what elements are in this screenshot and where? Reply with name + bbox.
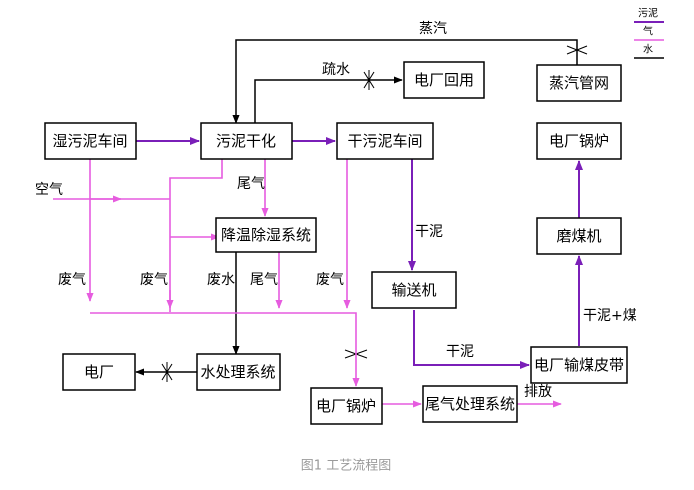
legend: 污泥 气 水 bbox=[634, 7, 664, 59]
svg-text:电厂锅炉: 电厂锅炉 bbox=[549, 132, 609, 150]
label-waste-gas-2: 废气 bbox=[140, 272, 168, 288]
valve-drain bbox=[363, 70, 375, 90]
box-conveyor: 输送机 bbox=[371, 271, 457, 309]
label-drain-water: 疏水 bbox=[322, 62, 350, 78]
gas-header-to-boiler bbox=[90, 312, 360, 387]
box-wet-sludge-workshop: 湿污泥车间 bbox=[44, 122, 137, 160]
svg-text:蒸汽管网: 蒸汽管网 bbox=[549, 74, 609, 92]
legend-gas-label: 气 bbox=[643, 25, 653, 38]
box-tail-gas-treatment: 尾气处理系统 bbox=[422, 385, 518, 423]
label-tail-gas-1: 尾气 bbox=[237, 176, 265, 192]
svg-text:电厂回用: 电厂回用 bbox=[414, 71, 474, 89]
box-plant-reuse: 电厂回用 bbox=[403, 61, 485, 99]
valve-water bbox=[161, 362, 173, 382]
label-dry-sludge-2: 干泥 bbox=[446, 344, 474, 360]
label-sludge-coal: 干泥+煤 bbox=[583, 308, 637, 324]
label-air: 空气 bbox=[35, 182, 63, 198]
legend-water-label: 水 bbox=[643, 44, 653, 56]
svg-text:电厂: 电厂 bbox=[84, 363, 114, 381]
label-waste-water: 废水 bbox=[207, 272, 235, 288]
svg-text:电厂输煤皮带: 电厂输煤皮带 bbox=[534, 356, 624, 374]
svg-text:输送机: 输送机 bbox=[391, 281, 436, 299]
svg-text:尾气处理系统: 尾气处理系统 bbox=[425, 395, 515, 413]
valve-steam bbox=[566, 44, 588, 56]
svg-text:降温除湿系统: 降温除湿系统 bbox=[221, 226, 311, 244]
svg-text:干污泥车间: 干污泥车间 bbox=[347, 132, 422, 150]
label-tail-gas-2: 尾气 bbox=[250, 272, 278, 288]
svg-text:电厂锅炉: 电厂锅炉 bbox=[316, 397, 376, 415]
box-power-plant: 电厂 bbox=[62, 353, 136, 391]
figure-caption: 图1 工艺流程图 bbox=[301, 459, 391, 474]
box-coal-belt: 电厂输煤皮带 bbox=[530, 346, 628, 384]
svg-text:水处理系统: 水处理系统 bbox=[200, 363, 275, 381]
box-plant-boiler-top: 电厂锅炉 bbox=[536, 122, 622, 160]
box-plant-boiler-bottom: 电厂锅炉 bbox=[310, 387, 383, 425]
label-steam: 蒸汽 bbox=[419, 21, 447, 37]
drying-vent-line bbox=[169, 159, 223, 312]
svg-text:磨煤机: 磨煤机 bbox=[556, 227, 601, 245]
box-sludge-drying: 污泥干化 bbox=[200, 122, 293, 160]
label-dry-sludge-1: 干泥 bbox=[415, 224, 443, 240]
label-waste-gas-1: 废气 bbox=[58, 272, 86, 288]
legend-sludge-label: 污泥 bbox=[638, 7, 658, 20]
svg-text:污泥干化: 污泥干化 bbox=[216, 132, 276, 150]
box-water-treatment: 水处理系统 bbox=[196, 353, 281, 391]
box-dry-sludge-workshop: 干污泥车间 bbox=[336, 122, 434, 160]
sludge-conveyor-to-belt bbox=[413, 310, 530, 369]
svg-text:湿污泥车间: 湿污泥车间 bbox=[52, 132, 127, 150]
box-cooling-dehumidify: 降温除湿系统 bbox=[215, 217, 317, 253]
box-steam-network: 蒸汽管网 bbox=[536, 64, 622, 102]
box-coal-mill: 磨煤机 bbox=[536, 217, 622, 255]
label-discharge: 排放 bbox=[524, 384, 552, 400]
label-waste-gas-3: 废气 bbox=[316, 272, 344, 288]
drain-water-line bbox=[254, 76, 403, 123]
